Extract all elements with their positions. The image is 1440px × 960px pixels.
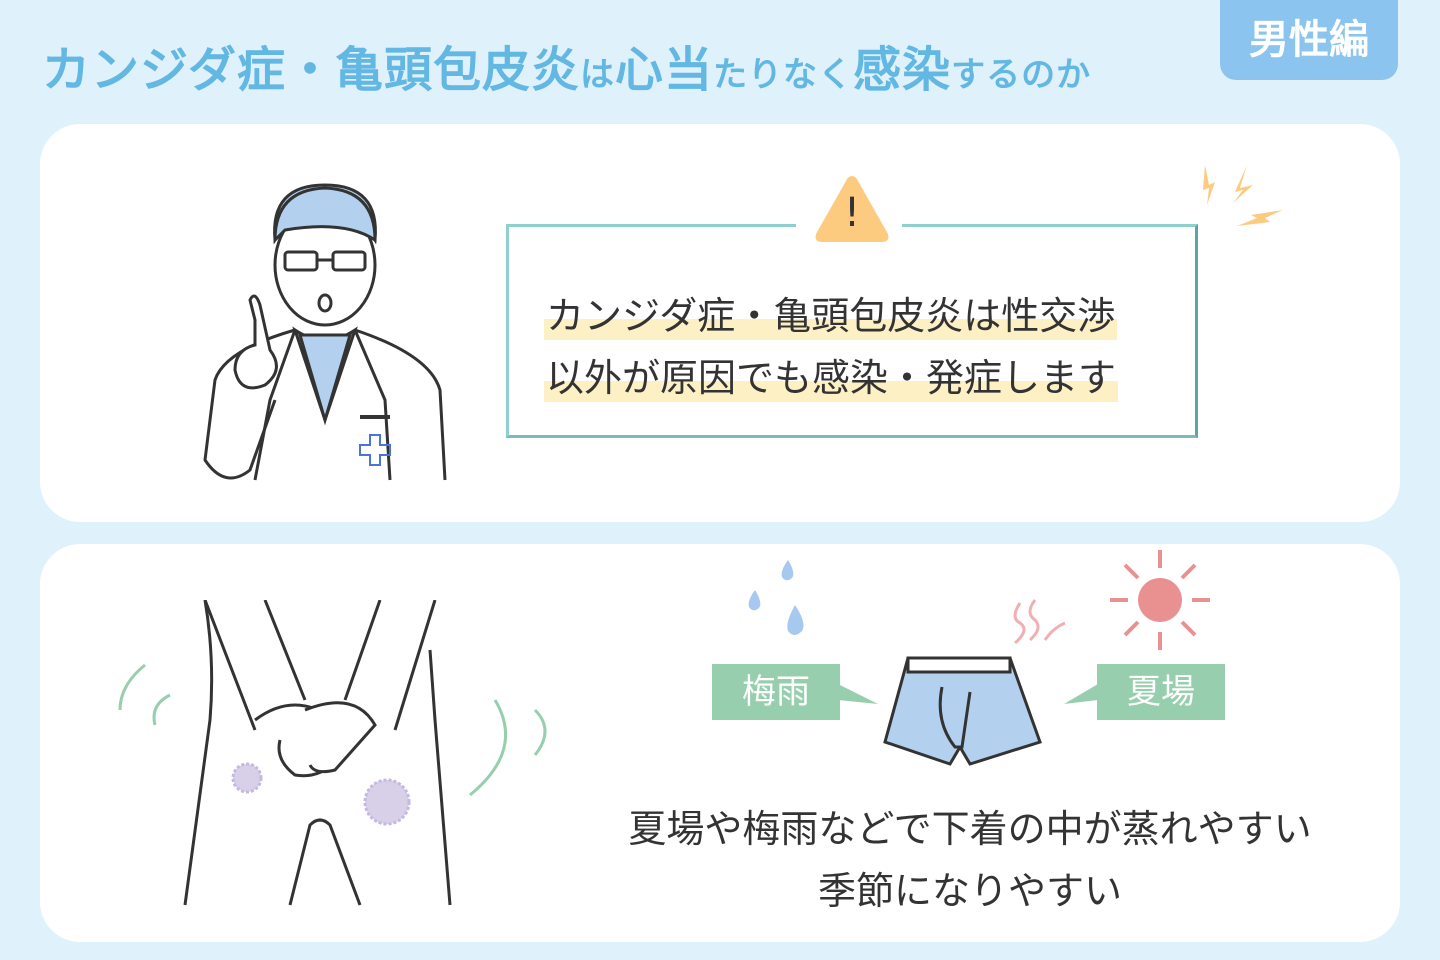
title-part: は	[580, 55, 616, 95]
title-part: 心当	[615, 42, 714, 98]
title-part: するのか	[951, 55, 1092, 95]
page-title: カンジダ症・亀頭包皮炎は心当たりなく感染するのか	[42, 30, 1091, 100]
title-part: カンジダ症・亀頭包皮炎	[42, 42, 581, 98]
caption-line-1: 夏場や梅雨などで下着の中が蒸れやすい	[628, 807, 1312, 851]
warning-line-2: 以外が原因でも感染・発症します	[544, 347, 1119, 402]
raindrops-icon	[748, 560, 804, 635]
doctor-illustration	[203, 183, 447, 481]
label-summer: 夏場	[1097, 664, 1225, 720]
label-pointer	[838, 684, 878, 704]
lightning-icon	[1203, 165, 1283, 226]
heat-waves-icon	[1013, 599, 1066, 645]
warning-triangle-icon	[815, 176, 889, 242]
label-pointer	[1064, 684, 1098, 704]
warning-line-1: カンジダ症・亀頭包皮炎は性交渉	[544, 285, 1118, 340]
label-rainy-season: 梅雨	[712, 664, 840, 720]
title-part: 感染	[853, 42, 952, 98]
underwear-icon	[883, 656, 1042, 766]
title-part: たりなく	[713, 55, 854, 95]
warning-symbol: !	[843, 190, 861, 236]
itchy-body-illustration	[118, 600, 547, 906]
caption-line-2: 季節になりやすい	[817, 869, 1122, 913]
gender-badge: 男性編	[1220, 0, 1398, 80]
sun-icon	[1110, 550, 1210, 650]
